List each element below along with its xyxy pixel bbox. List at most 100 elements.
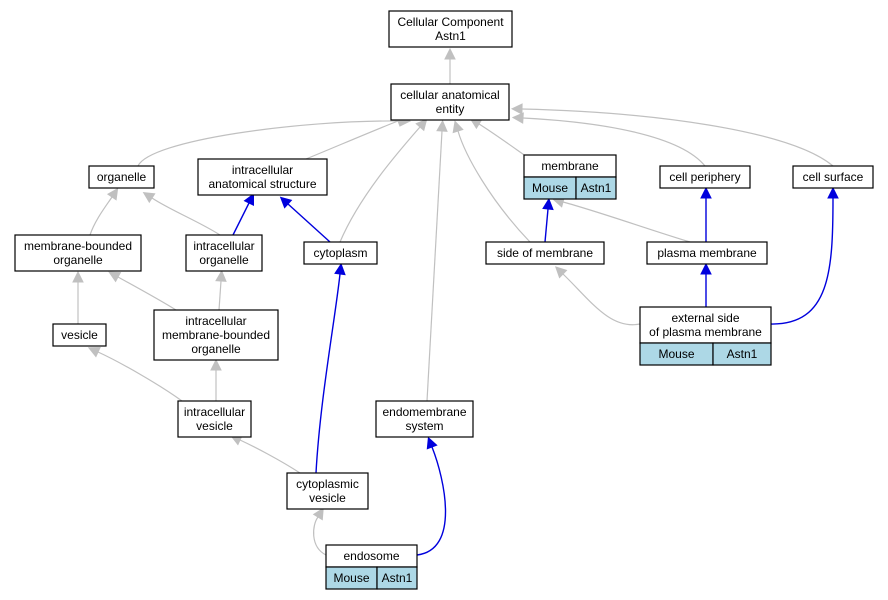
edge-som-to-membrane-part-of — [542, 197, 554, 243]
node-box — [646, 241, 768, 265]
node-box — [375, 400, 474, 438]
node-label: vesicle — [61, 328, 98, 342]
node-pm[interactable]: plasma membrane — [646, 241, 768, 265]
arrowhead — [444, 47, 456, 60]
arrowhead — [827, 186, 839, 199]
node-label: intracellular — [232, 163, 293, 177]
annotation-label: Mouse — [658, 347, 694, 361]
arrowhead — [243, 193, 254, 207]
node-label: system — [405, 419, 443, 433]
node-label: membrane — [541, 159, 599, 173]
node-organelle[interactable]: organelle — [88, 165, 155, 189]
edge-cv-to-cytoplasm-part-of — [315, 262, 346, 474]
node-label: entity — [436, 102, 465, 116]
edge-endosome-to-endo-part-of — [416, 436, 447, 556]
edge-cae-to-root-is-a — [444, 47, 456, 84]
node-box — [197, 158, 328, 196]
node-label: external side — [671, 311, 739, 325]
edge-cv-to-iv-is-a — [229, 434, 301, 474]
node-label: membrane-bounded — [24, 239, 132, 253]
edges — [72, 47, 839, 556]
edge-membrane-to-cae-is-a — [469, 118, 531, 160]
node-label: organelle — [53, 253, 103, 267]
arrowhead — [554, 266, 568, 279]
arrowhead — [215, 269, 227, 282]
annotation-label: Astn1 — [727, 347, 758, 361]
node-som[interactable]: side of membrane — [485, 241, 605, 265]
node-label: intracellular — [193, 239, 254, 253]
annotation-cell — [376, 566, 418, 590]
node-label: side of membrane — [497, 246, 593, 260]
node-label: organelle — [191, 342, 241, 356]
edge-iv-to-imbo-is-a — [210, 358, 222, 401]
arrowhead — [210, 358, 222, 371]
edge-espm-to-som-is-a — [554, 266, 641, 326]
node-label: Astn1 — [435, 29, 466, 43]
node-label: cytoplasm — [313, 246, 367, 260]
node-cellperiphery[interactable]: cell periphery — [659, 165, 751, 189]
node-label: intracellular — [184, 405, 245, 419]
arrowhead — [334, 262, 346, 276]
edge-cellsurface-to-cae-is-a — [510, 103, 834, 167]
node-label: Cellular Component — [397, 15, 504, 29]
node-vesicle[interactable]: vesicle — [52, 323, 107, 347]
edge-som-to-cae-is-a — [452, 120, 531, 243]
arrowhead — [106, 187, 119, 201]
arrowhead — [279, 196, 293, 209]
node-label: anatomical structure — [208, 177, 316, 191]
arrowhead — [542, 197, 554, 211]
node-box — [303, 241, 378, 265]
edge-cytoplasm-to-cae-is-a — [339, 118, 428, 243]
edge-espm-to-pm-part-of — [700, 262, 712, 307]
node-label: vesicle — [309, 491, 346, 505]
node-label: plasma membrane — [657, 246, 757, 260]
edge-mbo-to-organelle-is-a — [89, 187, 119, 236]
annotation-cell — [712, 342, 772, 366]
node-box — [286, 472, 369, 510]
node-box — [388, 10, 513, 48]
node-label: cytoplasmic — [296, 477, 359, 491]
edge-imbo-to-mbo-is-a — [108, 271, 177, 311]
arrowhead — [436, 119, 448, 132]
edge-vesicle-to-mbo-is-a — [72, 270, 84, 324]
arrowhead — [72, 270, 84, 283]
node-cytoplasm[interactable]: cytoplasm — [303, 241, 378, 265]
edge-espm-to-cellsurface-part-of — [770, 186, 839, 325]
edge-io-to-ias-part-of — [232, 193, 254, 236]
node-box — [185, 234, 263, 272]
edge-cellperiphery-to-cae-is-a — [511, 112, 706, 167]
arrowhead — [452, 120, 464, 134]
node-label: cellular anatomical — [400, 88, 499, 102]
edge-cytoplasm-to-ias-part-of — [279, 196, 331, 243]
node-box — [14, 234, 142, 272]
arrowhead — [426, 436, 438, 450]
node-box — [639, 306, 772, 344]
node-box — [792, 165, 874, 189]
edge-imbo-to-io-is-a — [215, 269, 227, 311]
node-label: endomembrane — [382, 405, 466, 419]
arrowhead — [700, 262, 712, 275]
node-label: organelle — [199, 253, 249, 267]
arrowhead — [511, 112, 524, 124]
node-label: of plasma membrane — [649, 325, 762, 339]
node-box — [52, 323, 107, 347]
node-label: membrane-bounded — [162, 328, 270, 342]
node-cellsurface[interactable]: cell surface — [792, 165, 874, 189]
edge-pm-to-cellperiphery-part-of — [700, 186, 712, 242]
edge-endosome-to-cv-is-a — [312, 507, 327, 556]
edge-endo-to-cae-is-a — [426, 119, 448, 402]
node-label: intracellular — [185, 314, 246, 328]
